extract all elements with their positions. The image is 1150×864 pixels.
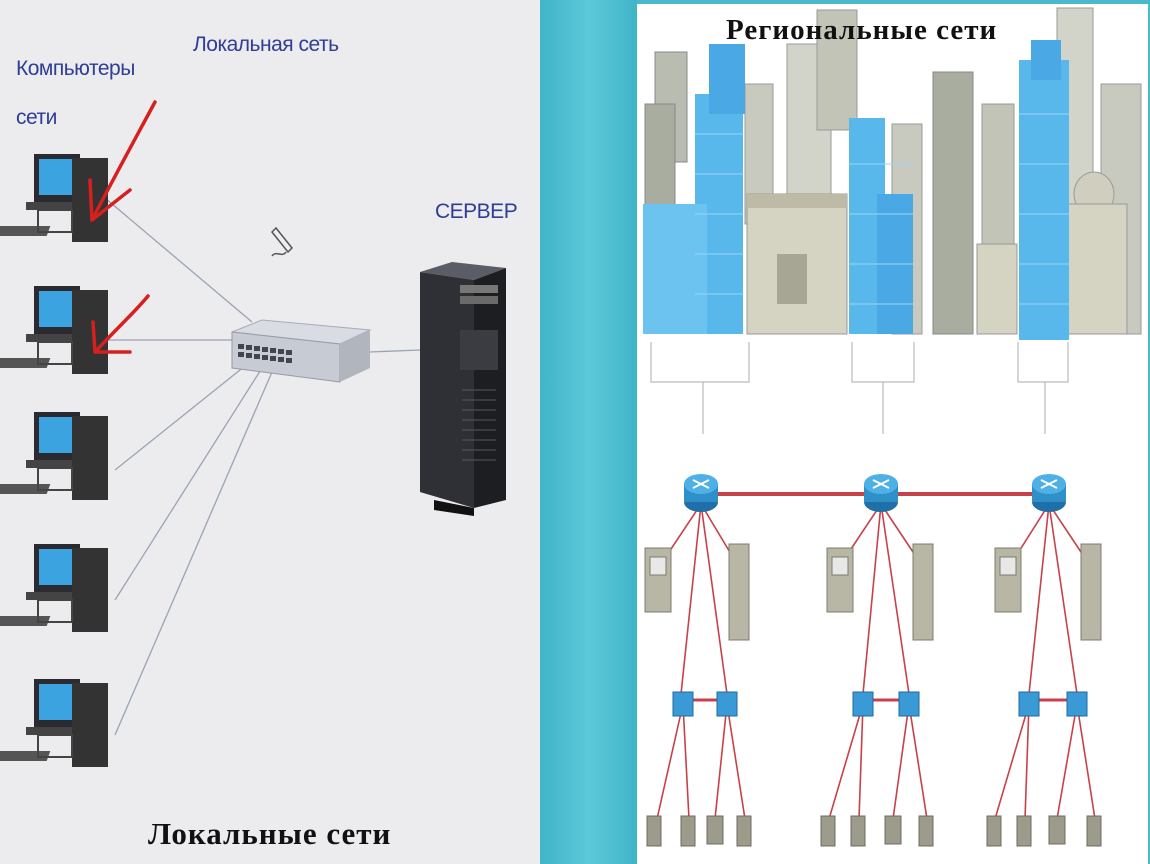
decorative-band — [540, 0, 637, 864]
network-switch-icon — [672, 691, 1088, 717]
regional-network-diagram — [643, 7, 1142, 847]
server-label: СЕРВЕР — [435, 200, 518, 223]
router-icon — [864, 474, 898, 512]
red-arrow-icon — [91, 294, 150, 354]
laptop-icon — [646, 815, 1102, 847]
router-icon — [684, 474, 718, 512]
computer-icon — [0, 679, 108, 767]
lan-label: Локальная сеть — [193, 33, 339, 56]
regional-network-panel: Региональные сети — [637, 4, 1148, 864]
pen-cursor-icon — [270, 226, 294, 257]
computers-label-line1: Компьютеры — [16, 57, 135, 80]
server-tower-icon — [420, 262, 506, 516]
local-network-diagram — [0, 100, 506, 767]
workstation-icon — [644, 543, 1102, 641]
computer-icon — [0, 412, 108, 500]
computers-label-line2: сети — [16, 106, 57, 129]
computer-icon — [0, 286, 108, 374]
region-bracket — [650, 342, 1069, 434]
network-switch-icon — [231, 319, 372, 383]
red-arrow-icon — [88, 100, 157, 222]
regional-networks-title: Региональные сети — [726, 14, 998, 46]
local-networks-title: Локальные сети — [148, 816, 392, 851]
local-network-panel: Компьютеры сети Локальная сеть СЕРВЕР Ло… — [0, 0, 540, 864]
computer-icon — [0, 544, 108, 632]
building-icon — [643, 40, 1069, 340]
access-links — [656, 503, 1096, 820]
router-icon — [1032, 474, 1066, 512]
lan-cables — [104, 197, 421, 736]
